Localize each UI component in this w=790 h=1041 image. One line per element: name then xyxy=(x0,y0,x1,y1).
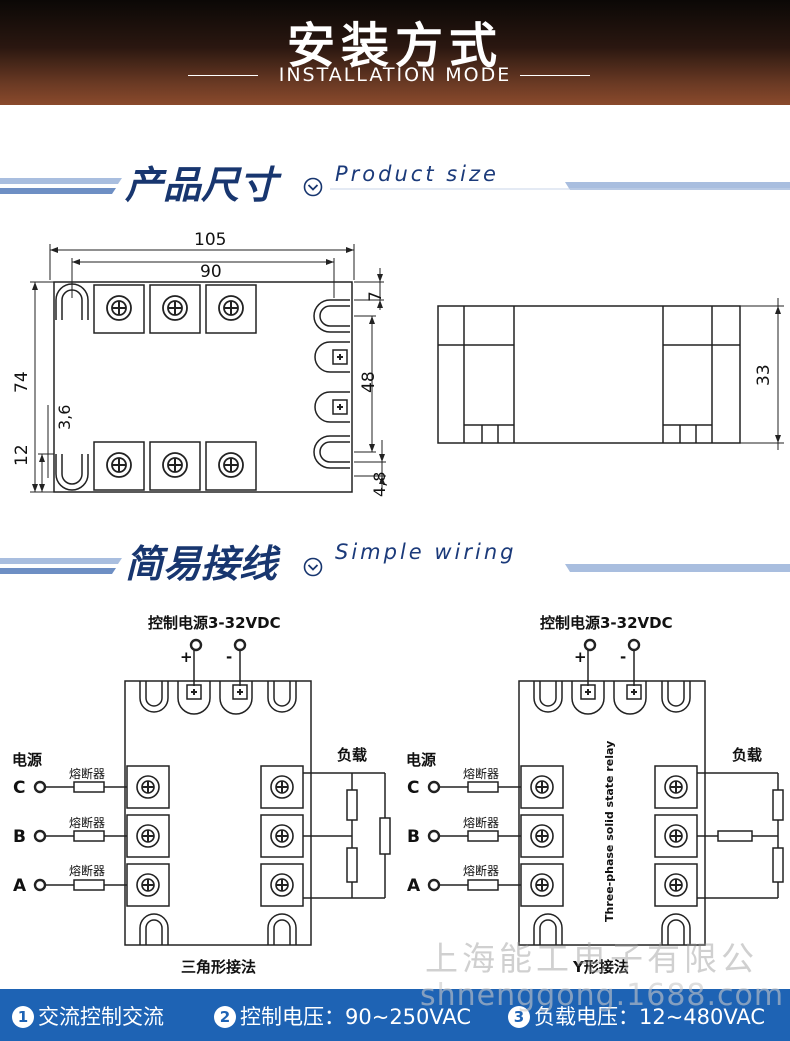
dim-hole: 3,6 xyxy=(55,404,74,430)
dim-height-total: 74 xyxy=(12,371,32,393)
banner-line-right xyxy=(520,75,590,76)
right-control-label: 控制电源3-32VDC xyxy=(540,614,673,632)
section-stripes-product xyxy=(0,178,790,194)
device-label: Three-phase solid state relay xyxy=(603,740,616,922)
left-caption: 三角形接法 xyxy=(181,958,257,976)
wiring-diagrams xyxy=(33,638,784,946)
footer-num-1: 1 xyxy=(12,1006,34,1028)
right-fuse-label-b: 熔断器 xyxy=(463,816,500,830)
dim-width-total: 105 xyxy=(194,230,227,250)
left-fuse-label-c: 熔断器 xyxy=(69,767,106,781)
left-plus-label: + xyxy=(180,648,193,666)
right-plus-label: + xyxy=(574,648,587,666)
banner-subtitle: INSTALLATION MODE xyxy=(278,64,512,86)
banner-line-left xyxy=(188,75,258,76)
section-subtitle-product-size: Product size xyxy=(335,162,499,186)
left-phase-c: C xyxy=(13,778,26,798)
chevron-down-icon xyxy=(303,557,323,577)
section-stripes-wiring xyxy=(0,558,790,574)
right-phase-c: C xyxy=(407,778,420,798)
dim-height-bottom-left: 12 xyxy=(12,444,32,466)
right-phase-a: A xyxy=(407,876,421,896)
right-caption: Y形接法 xyxy=(573,958,629,976)
footer-text-2: 控制电压：90~250VAC xyxy=(240,1005,472,1029)
left-minus-label: - xyxy=(226,648,233,666)
left-control-label: 控制电源3-32VDC xyxy=(148,614,281,632)
dimension-drawing xyxy=(30,244,784,493)
left-phase-a: A xyxy=(13,876,27,896)
dim-height-top: 7 xyxy=(366,291,386,302)
left-phase-b: B xyxy=(13,827,26,847)
left-fuse-label-b: 熔断器 xyxy=(69,816,106,830)
banner-title: 安装方式 xyxy=(286,18,503,74)
dim-bottom-right: 4,8 xyxy=(370,471,389,497)
right-load-label: 负载 xyxy=(732,746,763,764)
watermark-site: shnenggong.1688.com xyxy=(420,978,785,1013)
section-title-simple-wiring: 简易接线 xyxy=(125,542,278,586)
right-fuse-label-c: 熔断器 xyxy=(463,767,500,781)
left-power-label: 电源 xyxy=(12,751,43,769)
chevron-down-icon xyxy=(303,177,323,197)
right-power-label: 电源 xyxy=(406,751,437,769)
header-banner: 安装方式 INSTALLATION MODE xyxy=(0,0,790,105)
section-title-product-size: 产品尺寸 xyxy=(125,163,278,207)
footer-text-3: 负载电压：12~480VAC xyxy=(534,1005,766,1029)
dim-height-mid: 48 xyxy=(359,371,379,393)
footer-num-3: 3 xyxy=(508,1006,530,1028)
right-minus-label: - xyxy=(620,648,627,666)
footer-text-1: 交流控制交流 xyxy=(38,1005,164,1029)
right-phase-b: B xyxy=(407,827,420,847)
left-fuse-label-a: 熔断器 xyxy=(69,864,106,878)
dim-side-height: 33 xyxy=(754,364,774,386)
left-load-label: 负载 xyxy=(337,746,368,764)
footer-num-2: 2 xyxy=(214,1006,236,1028)
dim-width-inner: 90 xyxy=(200,262,222,282)
right-fuse-label-a: 熔断器 xyxy=(463,864,500,878)
section-subtitle-simple-wiring: Simple wiring xyxy=(335,540,517,564)
